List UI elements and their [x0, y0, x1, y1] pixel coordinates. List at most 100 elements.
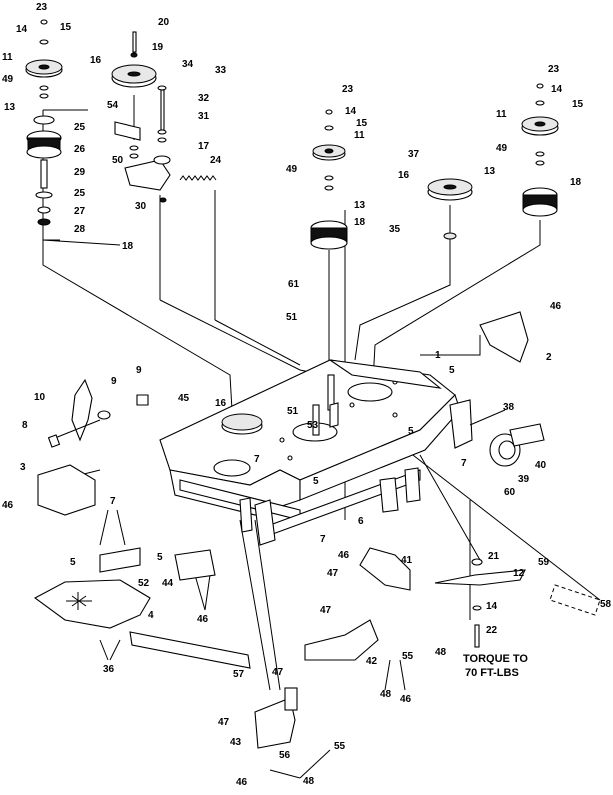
callout-label: 47 — [218, 717, 230, 728]
callout-label: 32 — [198, 93, 210, 104]
callout-label: 55 — [334, 741, 346, 752]
callout-label: 11 — [2, 52, 13, 63]
callout-label: 11 — [496, 109, 507, 120]
callout-label: 42 — [366, 656, 378, 667]
center-spindle-stack — [310, 109, 348, 250]
callout-label: 18 — [354, 217, 366, 228]
callout-label: 46 — [197, 614, 209, 625]
lower-shields — [33, 547, 601, 749]
callout-label: 23 — [342, 84, 354, 95]
callout-label: 13 — [354, 200, 366, 211]
callout-label: 36 — [103, 664, 115, 675]
callout-label: 56 — [279, 750, 291, 761]
callout-label: 50 — [112, 155, 124, 166]
callout-label: 47 — [320, 605, 332, 616]
callout-label: 15 — [60, 22, 72, 33]
callout-label: 10 — [34, 392, 46, 403]
callout-label: 43 — [230, 737, 242, 748]
callout-label: 5 — [313, 476, 319, 487]
callout-label: 60 — [504, 487, 516, 498]
callout-label: 9 — [111, 376, 117, 387]
callout-label: 16 — [90, 55, 102, 66]
pulley-stack-16 — [111, 31, 217, 203]
callout-label: 49 — [2, 74, 14, 85]
callout-label: 14 — [16, 24, 28, 35]
callout-label: 57 — [233, 669, 245, 680]
callout-label: 7 — [254, 454, 260, 465]
callout-label: 19 — [152, 42, 164, 53]
callout-label: 23 — [548, 64, 560, 75]
callout-label: 58 — [600, 599, 612, 610]
callout-label: 27 — [74, 206, 86, 217]
callout-label: 2 — [546, 352, 552, 363]
callout-label: 15 — [356, 118, 368, 129]
callout-label: 46 — [550, 301, 562, 312]
callout-label: 5 — [157, 552, 163, 563]
left-assemblies — [37, 378, 339, 516]
idler-pulley-stack — [427, 178, 473, 240]
callout-label: 5 — [408, 426, 414, 437]
callout-label: 14 — [345, 106, 357, 117]
callout-label: 1 — [435, 350, 441, 361]
callout-label: 52 — [138, 578, 150, 589]
callout-label: 14 — [551, 84, 563, 95]
callout-label: 7 — [110, 496, 116, 507]
callout-label: 22 — [486, 625, 498, 636]
callout-label: 51 — [287, 406, 299, 417]
callout-label: 5 — [70, 557, 76, 568]
callout-label: 23 — [36, 2, 48, 13]
callout-label: 55 — [402, 651, 414, 662]
callout-label: 47 — [272, 667, 284, 678]
callout-label: 59 — [538, 557, 550, 568]
callout-label: 38 — [503, 402, 515, 413]
callout-label: 35 — [389, 224, 401, 235]
callout-label: 49 — [496, 143, 508, 154]
callout-label: 54 — [107, 100, 119, 111]
left-spindle-stack — [25, 19, 63, 226]
callout-label: 18 — [570, 177, 582, 188]
callout-label: 12 — [513, 568, 525, 579]
torque-note-line-2: 70 FT-LBS — [465, 667, 519, 679]
callout-label: 48 — [380, 689, 392, 700]
callout-label: 46 — [338, 550, 350, 561]
callout-label: 44 — [162, 578, 174, 589]
torque-note-line-1: TORQUE TO — [463, 653, 528, 665]
callout-label: 46 — [2, 500, 14, 511]
callout-label: 25 — [74, 188, 86, 199]
callout-label: 6 — [358, 516, 364, 527]
callout-label: 7 — [320, 534, 326, 545]
callout-label: 53 — [307, 420, 319, 431]
callout-label: 25 — [74, 122, 86, 133]
callout-label: 13 — [484, 166, 496, 177]
callout-label: 28 — [74, 224, 86, 235]
callout-label: 4 — [148, 610, 154, 621]
callout-label: 3 — [20, 462, 26, 473]
callout-label: 15 — [572, 99, 584, 110]
callout-label: 14 — [486, 601, 498, 612]
callout-label: 30 — [135, 201, 147, 212]
callout-label: 20 — [158, 17, 170, 28]
callout-label: 13 — [4, 102, 16, 113]
callout-label: 26 — [74, 144, 86, 155]
callout-label: 46 — [236, 777, 248, 788]
callout-label: 51 — [286, 312, 298, 323]
callout-label: 8 — [22, 420, 28, 431]
callout-label: 16 — [215, 398, 227, 409]
callout-label: 29 — [74, 167, 86, 178]
callout-label: 34 — [182, 59, 194, 70]
callout-label: 46 — [400, 694, 412, 705]
callout-label: 49 — [286, 164, 298, 175]
callout-label: 24 — [210, 155, 222, 166]
callout-label: 40 — [535, 460, 547, 471]
callout-label: 11 — [354, 130, 365, 141]
callout-label: 48 — [303, 776, 315, 787]
callout-label: 16 — [398, 170, 410, 181]
callout-label: 48 — [435, 647, 447, 658]
callout-label: 37 — [408, 149, 420, 160]
mower-deck — [159, 359, 461, 546]
callout-label: 41 — [401, 555, 413, 566]
callout-label: 39 — [518, 474, 530, 485]
callout-label: 17 — [198, 141, 210, 152]
